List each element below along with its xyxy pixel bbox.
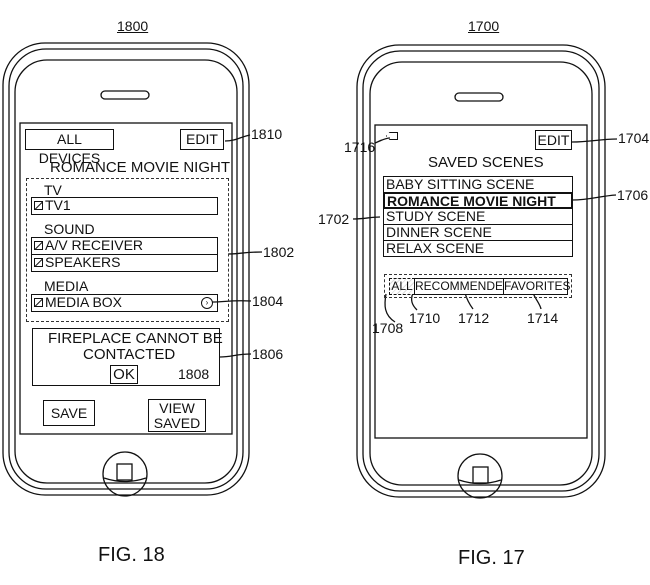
- ok-label: OK: [113, 366, 135, 383]
- tab-favorites[interactable]: FAVORITES: [503, 278, 571, 295]
- saved-scenes-title: SAVED SCENES: [428, 154, 544, 171]
- alert-message-line2: CONTACTED: [83, 346, 176, 363]
- edit-label-right: EDIT: [537, 132, 570, 148]
- callout-1802: 1802: [263, 244, 295, 260]
- callout-1714: 1714: [527, 310, 559, 326]
- scene-row-dinner[interactable]: DINNER SCENE: [383, 224, 573, 241]
- callout-1716: 1716: [344, 139, 376, 155]
- ok-button[interactable]: OK: [110, 365, 138, 384]
- save-button[interactable]: SAVE: [43, 400, 95, 426]
- device-name: A/V RECEIVER: [45, 237, 144, 253]
- group-label-tv: TV: [44, 182, 62, 198]
- left-phone-home-button: [102, 451, 148, 497]
- tab-recommended[interactable]: RECOMMENDED: [414, 278, 512, 295]
- group-label-media: MEDIA: [44, 278, 89, 294]
- scene-row-study[interactable]: STUDY SCENE: [383, 208, 573, 225]
- edit-button-right[interactable]: EDIT: [535, 130, 572, 150]
- callout-1810: 1810: [251, 126, 283, 142]
- scene-row-baby-sitting[interactable]: BABY SITTING SCENE: [383, 176, 573, 193]
- left-phone-home-square: [116, 463, 133, 481]
- device-row-tv1[interactable]: TV1: [31, 197, 218, 215]
- all-devices-button[interactable]: ALL DEVICES: [25, 129, 114, 166]
- figure-1800-ref: 1800: [117, 18, 149, 34]
- scene-name: RELAX SCENE: [386, 240, 485, 256]
- right-phone-speaker: [454, 92, 504, 102]
- scene-name: DINNER SCENE: [386, 224, 492, 240]
- scene-row-romance-movie-night[interactable]: ROMANCE MOVIE NIGHT: [383, 192, 573, 209]
- scene-name: ROMANCE MOVIE NIGHT: [387, 193, 556, 209]
- all-devices-label: ALL DEVICES: [38, 131, 101, 166]
- figure-17-caption: FIG. 17: [458, 547, 525, 569]
- device-name: TV1: [45, 197, 71, 213]
- callout-1704: 1704: [618, 130, 650, 146]
- device-name: SPEAKERS: [45, 254, 121, 270]
- tab-all[interactable]: ALL: [389, 278, 415, 295]
- figure-1700-ref: 1700: [468, 18, 500, 34]
- checkbox-icon[interactable]: [34, 241, 43, 250]
- view-saved-label-line1: VIEW: [159, 400, 195, 416]
- right-phone-outer-body: [356, 44, 606, 498]
- device-row-speakers[interactable]: SPEAKERS: [31, 254, 218, 272]
- device-row-av-receiver[interactable]: A/V RECEIVER: [31, 237, 218, 255]
- callout-1708: 1708: [372, 320, 404, 336]
- callout-1712: 1712: [458, 310, 490, 326]
- callout-1710: 1710: [409, 310, 441, 326]
- device-row-media-box[interactable]: MEDIA BOX ›: [31, 294, 218, 312]
- device-name: MEDIA BOX: [45, 294, 123, 310]
- view-saved-label-line2: SAVED: [153, 415, 201, 431]
- right-phone-home-square: [472, 466, 489, 484]
- group-label-sound: SOUND: [44, 221, 95, 237]
- left-phone-speaker: [100, 90, 150, 100]
- tab-favorites-label: FAVORITES: [504, 279, 571, 293]
- figure-18-caption: FIG. 18: [98, 544, 165, 566]
- view-saved-button[interactable]: VIEW SAVED: [148, 399, 206, 432]
- tab-all-label: ALL: [391, 279, 413, 293]
- callout-1706: 1706: [617, 187, 649, 203]
- callout-1804: 1804: [252, 293, 284, 309]
- checkbox-icon[interactable]: [34, 258, 43, 267]
- checkbox-icon[interactable]: [34, 201, 43, 210]
- alert-message-line1: FIREPLACE CANNOT BE: [48, 330, 223, 347]
- scene-name: BABY SITTING SCENE: [386, 176, 535, 192]
- back-tag-icon[interactable]: [386, 132, 398, 140]
- tab-recommended-label: RECOMMENDED: [415, 279, 512, 293]
- right-phone-inner-body: [362, 50, 600, 492]
- edit-label-left: EDIT: [186, 131, 218, 147]
- filter-tab-bar: [384, 274, 572, 298]
- scene-title: ROMANCE MOVIE NIGHT: [50, 159, 231, 176]
- callout-1808: 1808: [178, 366, 210, 382]
- scene-name: STUDY SCENE: [386, 208, 486, 224]
- checkbox-icon[interactable]: [34, 298, 43, 307]
- right-phone-home-button: [457, 453, 503, 499]
- callout-1806: 1806: [252, 346, 284, 362]
- chevron-right-circle-icon[interactable]: ›: [201, 297, 213, 309]
- edit-button-left[interactable]: EDIT: [180, 129, 224, 150]
- device-list-container: [26, 178, 229, 322]
- save-label: SAVE: [50, 405, 88, 421]
- scene-row-relax[interactable]: RELAX SCENE: [383, 240, 573, 257]
- callout-1702: 1702: [318, 211, 350, 227]
